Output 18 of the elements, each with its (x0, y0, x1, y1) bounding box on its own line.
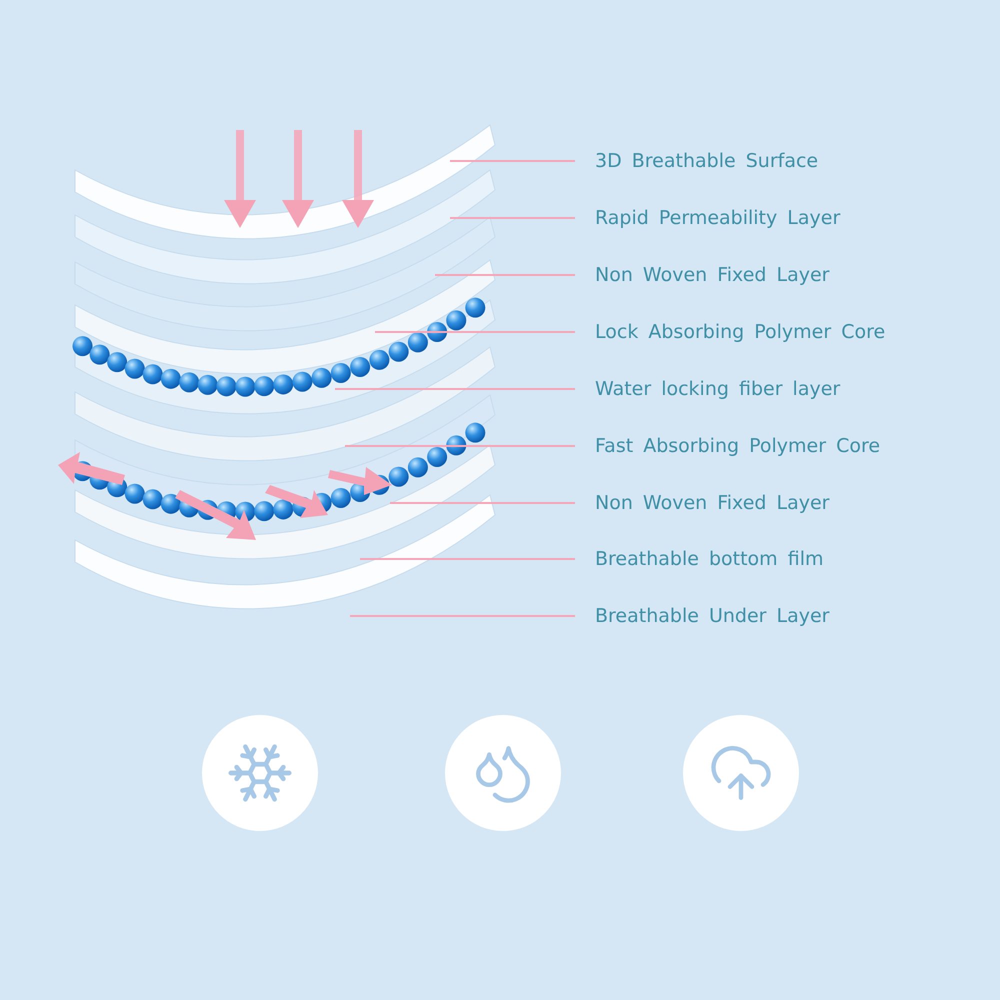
layer-label: Non Woven Fixed Layer (595, 489, 830, 517)
leader-line (450, 160, 575, 162)
leader-line (435, 274, 575, 276)
layer-label: Water locking fiber layer (595, 375, 840, 403)
leader-line (350, 615, 575, 617)
leader-line (450, 217, 575, 219)
leader-line (345, 445, 575, 447)
layer-label: 3D Breathable Surface (595, 147, 818, 175)
leader-line (335, 388, 575, 390)
leader-line (375, 331, 575, 333)
layer-label: Non Woven Fixed Layer (595, 261, 830, 289)
layer-label: Breathable bottom film (595, 545, 824, 573)
leader-line (390, 502, 575, 504)
layer-label: Breathable Under Layer (595, 602, 830, 630)
layer-label: Fast Absorbing Polymer Core (595, 432, 880, 460)
layer-label: Lock Absorbing Polymer Core (595, 318, 886, 346)
leader-line (360, 558, 575, 560)
layer-label: Rapid Permeability Layer (595, 204, 840, 232)
